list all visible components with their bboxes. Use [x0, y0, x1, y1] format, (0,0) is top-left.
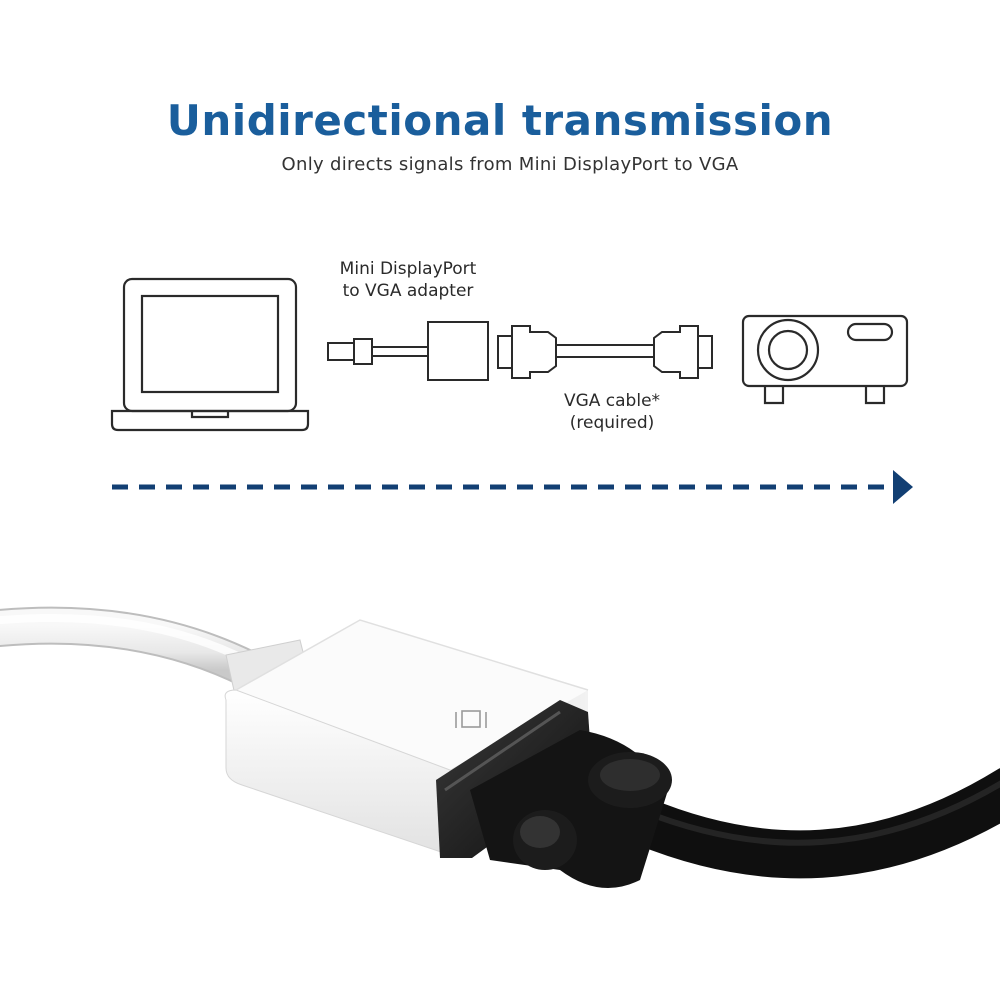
page-subtitle: Only directs signals from Mini DisplayPo… [281, 154, 739, 175]
cable-label: VGA cable* (required) [500, 390, 724, 434]
cable-label-line1: VGA cable* [563, 391, 661, 411]
adapter-cable-photo [0, 606, 269, 689]
arrow-right-icon [112, 470, 913, 504]
cable-label-line2: (required) [569, 413, 655, 433]
vga-plug-photo [436, 700, 1000, 888]
adapter-label-line1: Mini DisplayPort [339, 259, 477, 279]
page-title: Unidirectional transmission [166, 96, 834, 145]
mini-displayport-plug-icon [327, 338, 428, 365]
adapter-label-line2: to VGA adapter [342, 281, 474, 301]
adapter-label: Mini DisplayPort to VGA adapter [300, 258, 516, 302]
adapter-box-icon [427, 321, 489, 381]
display-port-symbol-icon [455, 710, 487, 728]
vga-connector-icon [497, 325, 713, 379]
projector-icon [741, 314, 909, 405]
laptop-icon [110, 277, 310, 432]
